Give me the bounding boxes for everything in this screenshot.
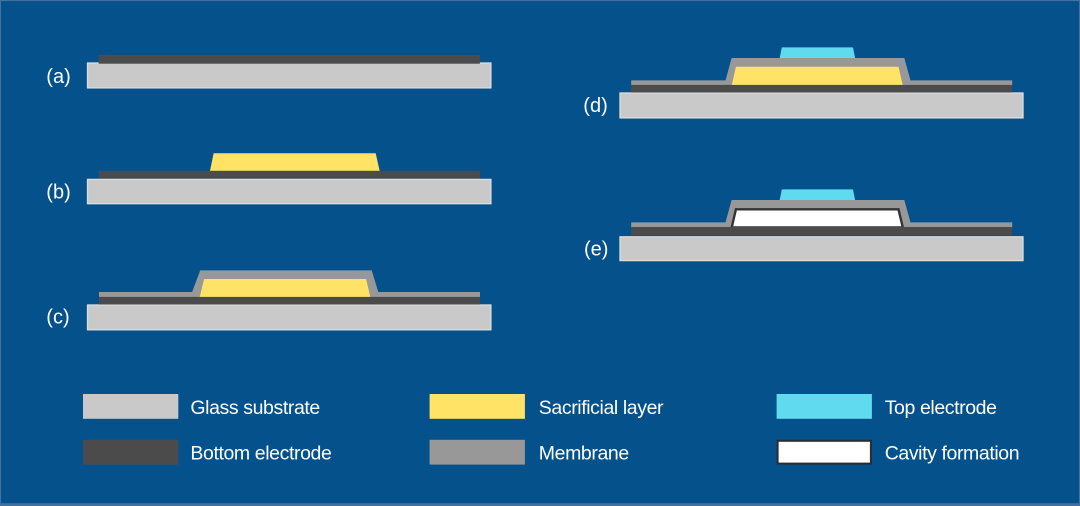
- svg-text:Glass substrate: Glass substrate: [190, 397, 319, 419]
- svg-text:Membrane: Membrane: [539, 442, 629, 464]
- svg-text:(e): (e): [584, 239, 608, 261]
- svg-text:(c): (c): [46, 306, 69, 328]
- svg-text:(b): (b): [46, 181, 70, 203]
- svg-text:Sacrificial layer: Sacrificial layer: [539, 397, 664, 419]
- svg-text:Cavity formation: Cavity formation: [885, 442, 1019, 464]
- svg-text:Bottom electrode: Bottom electrode: [190, 442, 331, 464]
- svg-text:Top electrode: Top electrode: [885, 397, 997, 419]
- svg-text:(a): (a): [46, 66, 70, 88]
- svg-text:(d): (d): [583, 95, 607, 117]
